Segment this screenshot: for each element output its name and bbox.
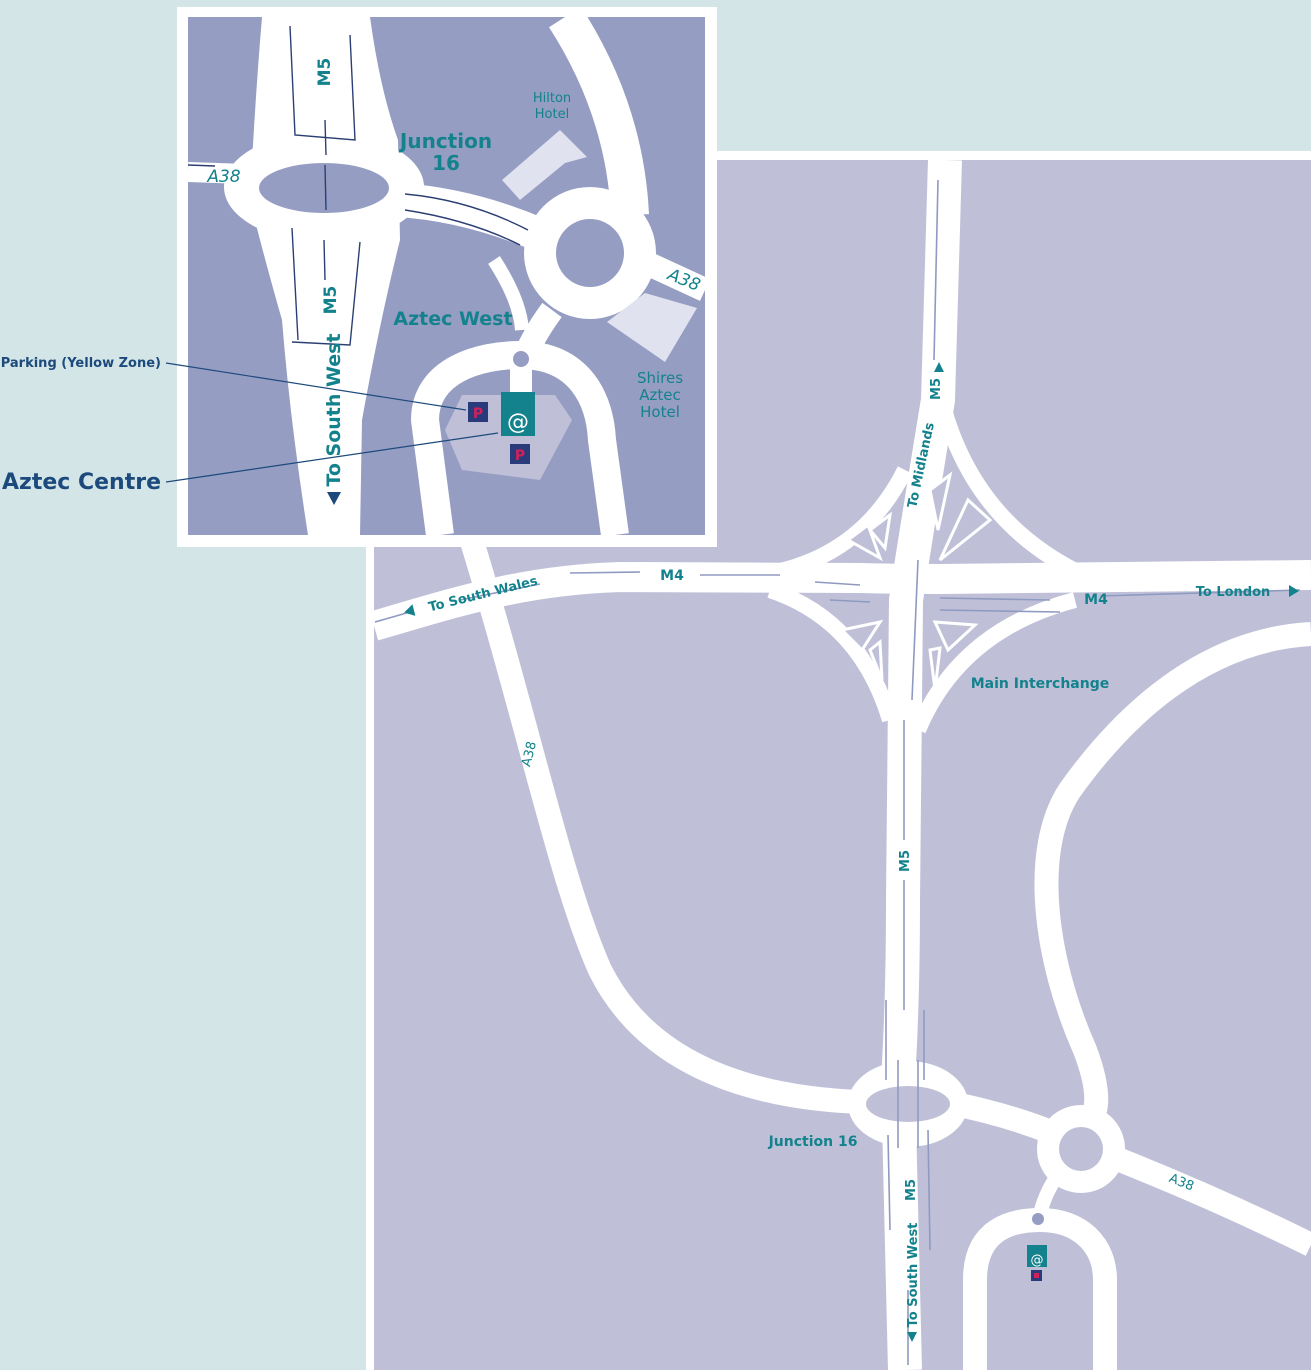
inset-label-junction-line2: 16 (432, 151, 460, 175)
inset-road-access (510, 365, 532, 395)
venue-node (1032, 1213, 1044, 1225)
inset-venue-marker: @ (501, 392, 535, 436)
inset-label-a38-west: A38 (206, 167, 240, 187)
parking-letter: P (515, 448, 525, 464)
inset-label-shires-line2: Aztec (639, 386, 681, 404)
inset-label-hilton-line1: Hilton (533, 91, 571, 106)
venue-marker-box (1027, 1245, 1047, 1267)
interchange-slip-road (910, 592, 1078, 734)
direction-london: To London (1196, 585, 1299, 600)
main-venue-marker: @ (1027, 1213, 1047, 1281)
parking-icon (468, 402, 488, 422)
parking-marker-north: P (468, 402, 488, 422)
label-m5-mid: M5 (898, 850, 913, 872)
inset-label-aztec-west: Aztec West (393, 308, 512, 330)
inset-label-m5-north: M5 (315, 58, 335, 87)
label-m4-east: M4 (1084, 592, 1108, 608)
label-a38-west: A38 (519, 740, 540, 768)
inset-label-to-south-west: To South West (323, 333, 345, 486)
inset-venue-node (513, 351, 529, 367)
interchange-slip-road (758, 466, 913, 583)
inset-label-m5-south: M5 (321, 286, 341, 315)
m4-lane-markings (374, 571, 1301, 623)
inset-loop-road (411, 341, 629, 535)
callout-venue: Aztec Centre (2, 432, 499, 495)
parking-icon (510, 444, 530, 464)
inset-label-shires-line1: Shires (637, 369, 683, 387)
inset-label-shires-line3: Hotel (640, 403, 680, 421)
at-sign-icon: @ (1031, 1253, 1044, 1268)
triangle-arrow-icon (404, 604, 416, 616)
at-sign-icon: @ (507, 410, 529, 435)
triangle-arrow-icon (1289, 585, 1299, 597)
m5-motorway-road (881, 160, 962, 1370)
inset-north-road (548, 17, 649, 217)
interchange-slip-road (767, 582, 898, 723)
label-to-london: To London (1196, 585, 1271, 600)
inset-label-junction-line1: Junction (398, 129, 492, 153)
northeast-road (1034, 622, 1311, 1113)
label-m4-west: M4 (660, 568, 684, 584)
triangle-arrow-icon (327, 492, 341, 505)
interchange-triangles (838, 471, 993, 691)
callout-parking-label: Parking (Yellow Zone) (1, 356, 161, 371)
label-junction-16: Junction 16 (768, 1134, 858, 1150)
m5-lane-markings (885, 179, 939, 1365)
inset-junction-lane-markings (404, 193, 529, 246)
label-m5-south: M5 (904, 1179, 919, 1201)
inset-m5-lane-markings (289, 25, 361, 346)
a38-road-west (458, 531, 861, 1114)
triangle-arrow-icon (934, 362, 944, 372)
label-to-south-west: To South West (906, 1223, 921, 1328)
shires-aztec-hotel-building (607, 293, 697, 362)
label-main-interchange: Main Interchange (971, 676, 1109, 692)
interchange-slip-road (927, 368, 1094, 586)
inset-map: M5 Junction 16 A38 A38 Hilton Hotel M5 A… (177, 7, 717, 547)
parking-letter: P (473, 406, 483, 422)
callout-parking: Parking (Yellow Zone) (1, 356, 467, 411)
triangle-arrow-icon (907, 1332, 917, 1342)
label-m5-north: M5 (929, 378, 944, 400)
inset-label-hilton-line2: Hotel (535, 107, 569, 122)
venue-marker-box (501, 392, 535, 436)
hilton-hotel-building (502, 130, 587, 200)
callout-venue-leader (165, 432, 499, 483)
callout-venue-label: Aztec Centre (2, 470, 161, 495)
parking-marker-south: P (510, 444, 530, 464)
callout-parking-leader (165, 362, 467, 411)
